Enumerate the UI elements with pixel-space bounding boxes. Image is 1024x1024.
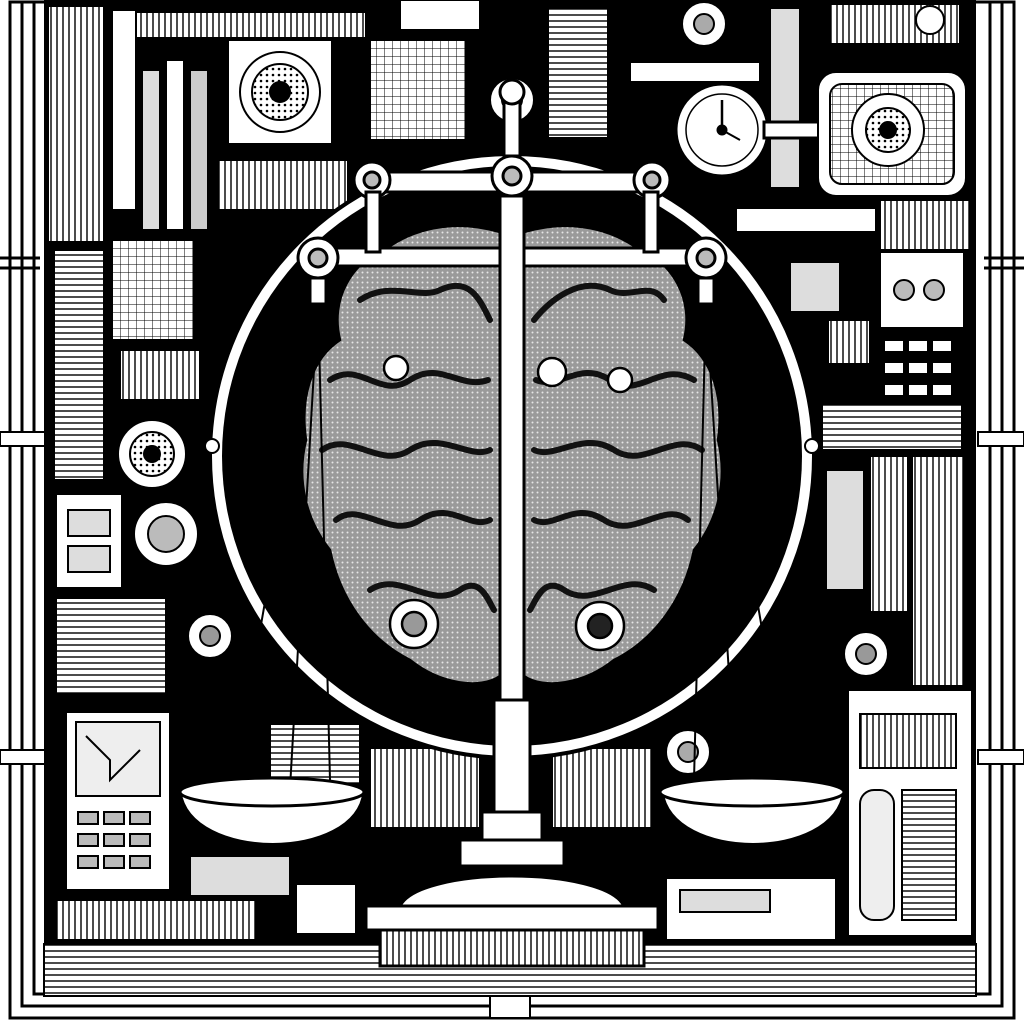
balance-scale-icon — [178, 78, 846, 968]
top-machinery — [135, 0, 961, 211]
right-machinery — [665, 71, 973, 941]
bottom-machinery — [43, 723, 977, 997]
left-machinery — [47, 5, 257, 941]
ring-bolts — [204, 438, 820, 454]
brain-icon — [300, 224, 724, 685]
